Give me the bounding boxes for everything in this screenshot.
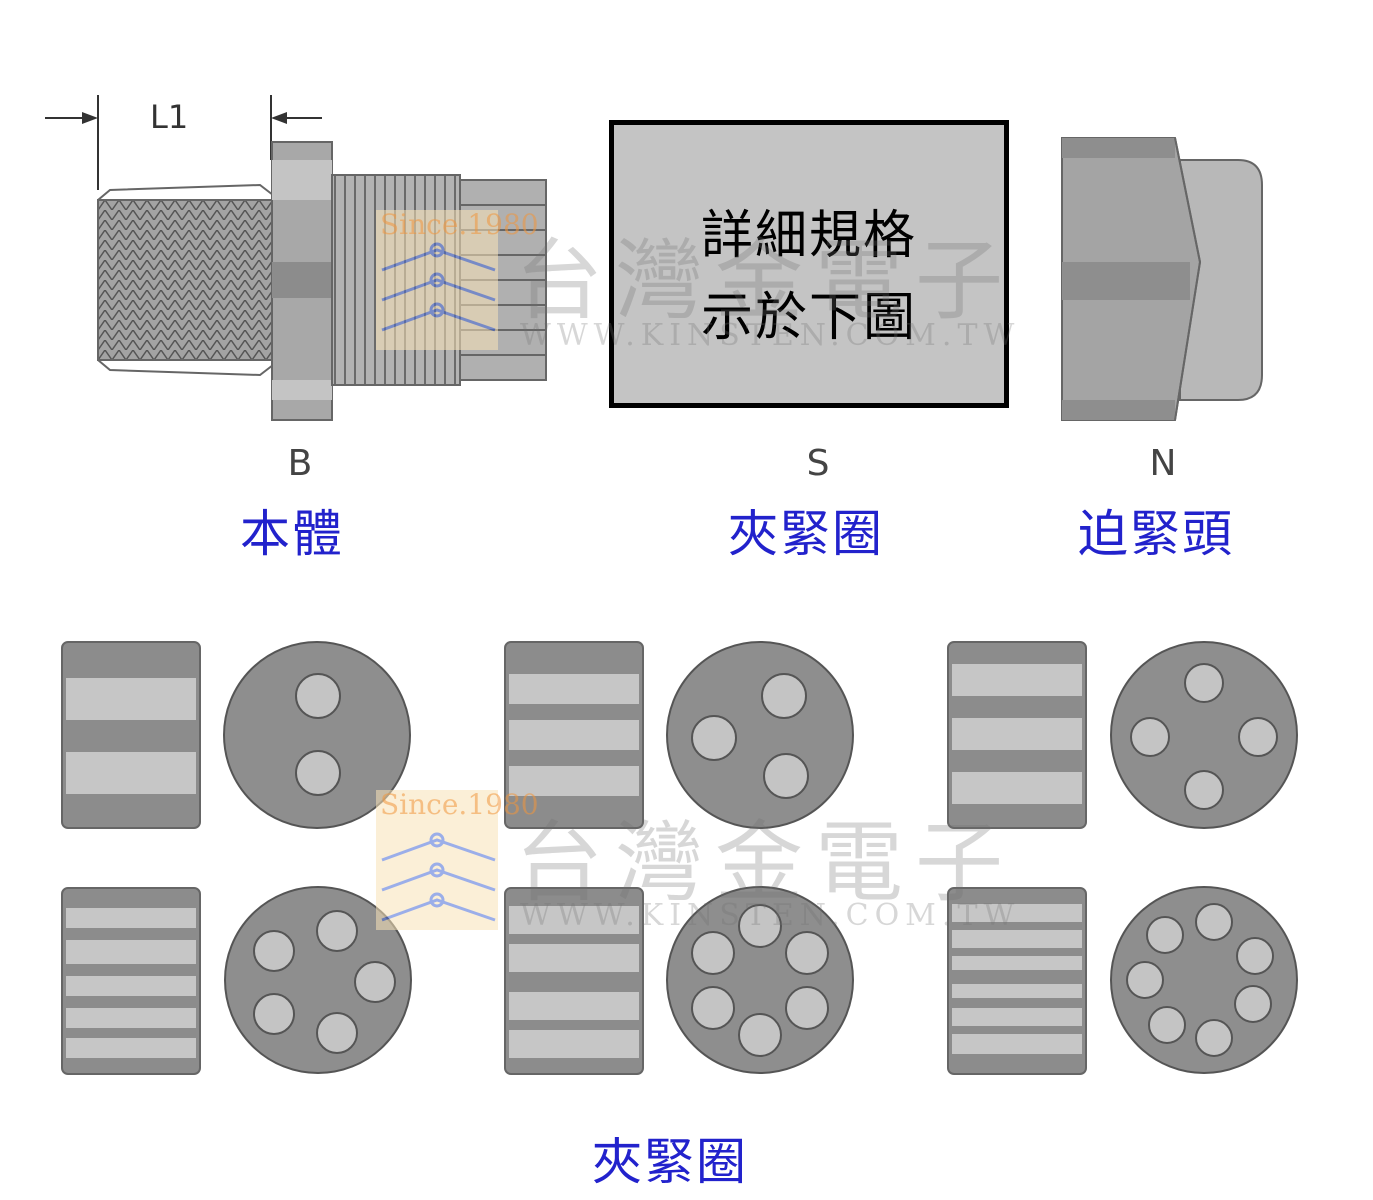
dimension-l1 — [45, 95, 322, 190]
part-name-seal: 夾緊圈 — [728, 505, 884, 563]
watermark-url-top: WWW.KINSTEN.COM.TW — [520, 318, 1021, 353]
spec-note-box: 詳細規格 示於下圖 — [609, 120, 1009, 408]
part-name-body: 本體 — [240, 505, 344, 563]
seal-face-7-holes — [1110, 886, 1298, 1074]
seal-face-4-holes — [1110, 641, 1298, 829]
part-code-b: B — [287, 443, 313, 484]
spec-note-line-1: 詳細規格 — [700, 206, 917, 266]
seal-face-6-holes — [666, 886, 854, 1074]
watermark-logo-top — [376, 210, 498, 350]
seal-face-3-holes — [666, 641, 854, 829]
watermark-since-bottom: Since.1980 — [380, 788, 539, 821]
watermark-logo-bottom — [376, 790, 498, 930]
seal-face-2-holes — [223, 641, 411, 829]
seal-side-6-holes — [504, 887, 644, 1075]
seal-side-2-holes — [61, 641, 201, 829]
watermark-url-bottom: WWW.KINSTEN.COM.TW — [520, 898, 1021, 933]
seal-side-views — [61, 641, 1087, 1075]
dimension-l1-label: L1 — [150, 98, 189, 136]
seal-side-7-holes — [947, 887, 1087, 1075]
nut-part-drawing — [1061, 137, 1263, 421]
seal-side-5-holes — [61, 887, 201, 1075]
watermark-name-top: 台灣金電子 — [515, 229, 1016, 332]
seal-side-4-holes — [947, 641, 1087, 829]
watermark-name-bottom: 台灣金電子 — [515, 811, 1016, 914]
seal-face-5-holes — [224, 886, 412, 1074]
seal-side-3-holes — [504, 641, 644, 829]
watermark-since-top: Since.1980 — [380, 208, 539, 241]
part-name-nut: 迫緊頭 — [1078, 505, 1234, 563]
spec-note-line-2: 示於下圖 — [700, 288, 917, 348]
part-code-s: S — [806, 443, 830, 484]
seal-section-title: 夾緊圈 — [592, 1133, 748, 1191]
part-code-n: N — [1149, 443, 1177, 484]
seal-face-views — [223, 641, 1298, 1074]
